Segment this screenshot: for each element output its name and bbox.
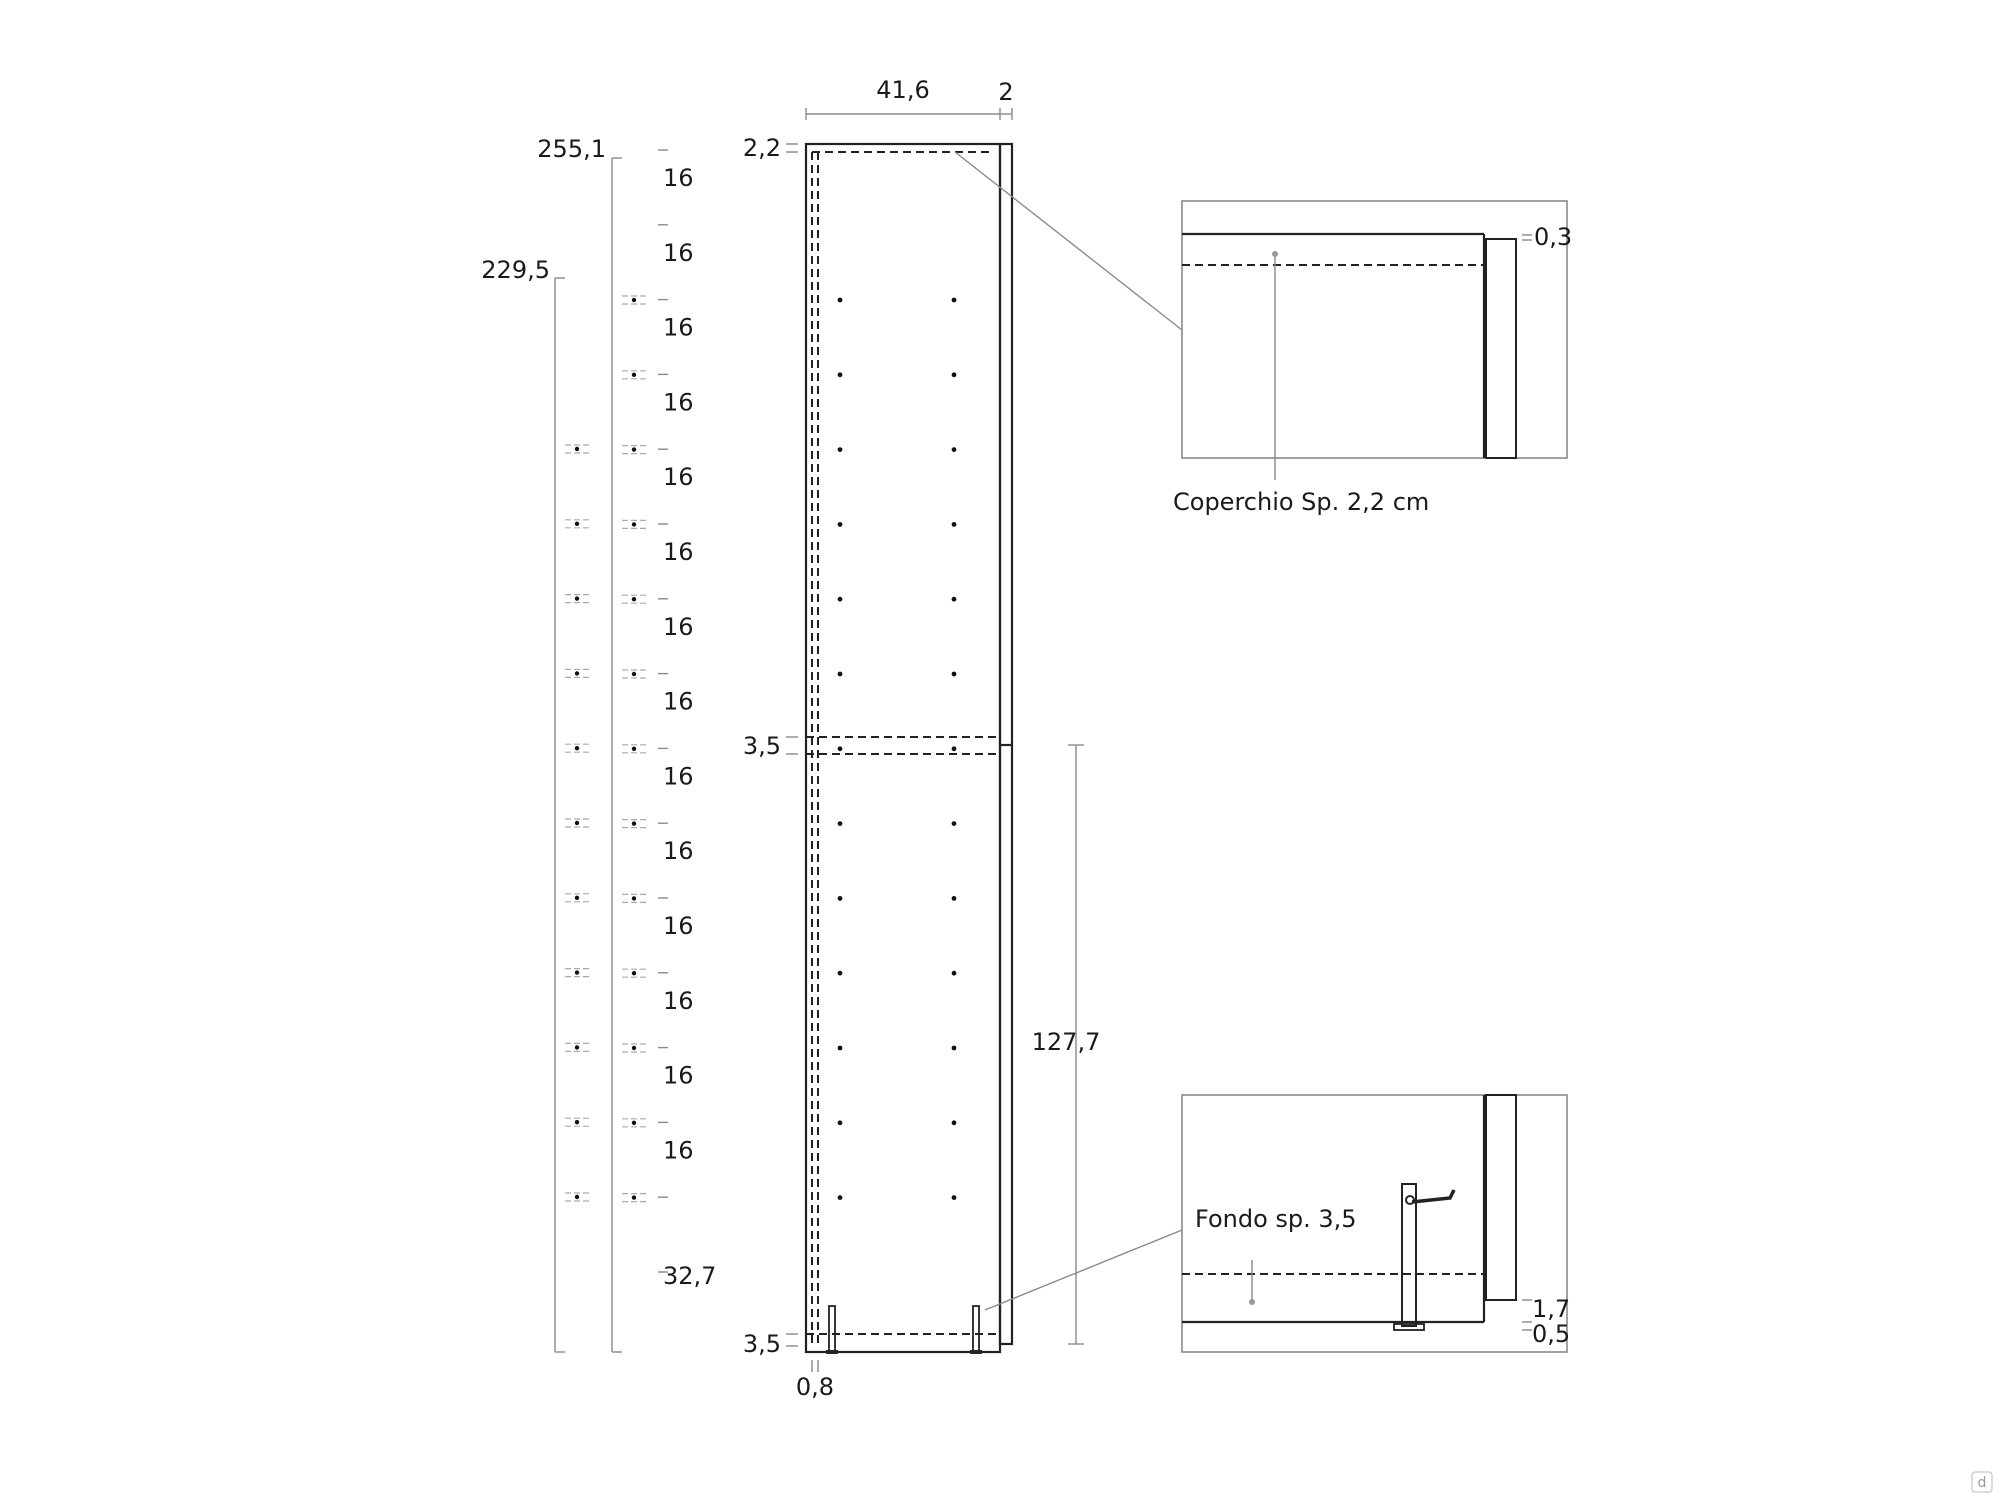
- shelf-hole-dot: [837, 970, 843, 976]
- hole-marker: [622, 445, 646, 455]
- hole-marker: [565, 519, 589, 529]
- pitch-label: 16: [663, 688, 694, 716]
- bottom-detail-caption: Fondo sp. 3,5: [1195, 1205, 1357, 1233]
- hole-marker: [565, 593, 589, 604]
- hole-marker: [622, 669, 646, 679]
- hole-marker: [622, 893, 646, 904]
- hole-marker: [565, 893, 589, 903]
- pitch-label: 16: [663, 388, 694, 416]
- inner-height-label: 229,5: [481, 256, 550, 284]
- hole-marker: [622, 1043, 646, 1053]
- door-height-label: 127,7: [1032, 1028, 1101, 1056]
- hole-marker: [622, 818, 646, 829]
- shelf-hole-dot: [951, 671, 957, 677]
- hole-marker: [565, 1042, 589, 1053]
- pitch-label: 16: [663, 314, 694, 342]
- shelf-hole-dot: [951, 1045, 957, 1051]
- left-dimensions: 255,1 229,5: [481, 135, 622, 1353]
- door-thickness-label: 2: [998, 78, 1013, 106]
- pitch-label: 16: [663, 837, 694, 865]
- cabinet-elevation: [804, 142, 1014, 1354]
- shelf-hole-dot: [837, 447, 843, 452]
- pitch-label: 16: [663, 239, 694, 267]
- pitch-label: 16: [663, 1136, 694, 1164]
- shelf-hole-dot: [837, 1120, 843, 1126]
- pitch-label: 16: [663, 987, 694, 1015]
- shelf-hole-dot: [837, 1045, 843, 1051]
- shelf-hole-dot: [951, 447, 957, 452]
- shelf-hole-dot: [951, 596, 957, 602]
- shelf-hole-dot: [837, 896, 843, 901]
- cabinet-dimensions: 2,2 3,5 3,5 0,8 127,7: [743, 134, 1101, 1401]
- hole-marker: [565, 1192, 589, 1202]
- pitch-label: 16: [663, 912, 694, 940]
- shelf-hole-dot: [951, 372, 957, 378]
- top-detail-view: 0,3 Coperchio Sp. 2,2 cm: [1173, 200, 1572, 516]
- hole-marker: [622, 370, 646, 380]
- plinth-height-label: 1,7: [1532, 1295, 1570, 1323]
- hole-marker: [622, 519, 646, 530]
- shelf-hole-dot: [837, 1195, 843, 1200]
- shelf-hole-dot: [951, 821, 957, 826]
- shelf-hole-dot: [951, 522, 957, 527]
- bottom-detail-view: 1,7 0,5 Fondo sp. 3,5: [1181, 1094, 1570, 1353]
- hole-marker: [622, 1118, 646, 1128]
- shelf-hole-dot: [837, 522, 843, 527]
- shelf-hole-dot: [837, 671, 843, 677]
- hole-marker: [565, 818, 589, 828]
- shelf-hole-dots: [837, 297, 957, 1200]
- pitch-label: 16: [663, 1062, 694, 1090]
- door-gap-label: 0,3: [1534, 223, 1572, 251]
- shelf-hole-dot: [951, 297, 957, 303]
- hole-marker: [565, 668, 589, 679]
- top-leader-line: [954, 151, 1183, 331]
- shelf-hole-dot: [837, 297, 843, 303]
- hole-marker: [622, 968, 646, 978]
- corner-mark: d: [1978, 1475, 1987, 1491]
- pitch-label: 16: [663, 164, 694, 192]
- bottom-leader-line: [984, 1229, 1183, 1311]
- overall-height-label: 255,1: [537, 135, 606, 163]
- hole-marker: [565, 743, 589, 753]
- shelf-hole-dot: [951, 1120, 957, 1126]
- shelf-hole-dot: [837, 372, 843, 378]
- pitch-label: 16: [663, 762, 694, 790]
- shelf-hole-dot: [951, 896, 957, 901]
- hole-marker: [565, 444, 589, 454]
- shelf-hole-dot: [837, 821, 843, 826]
- bottom-thickness-label: 3,5: [743, 1330, 781, 1358]
- top-panel-thickness-label: 2,2: [743, 134, 781, 162]
- hole-pitch-scale: 16 16 16 16 16 16 16 16 16 16 16 16 16 16 32,7: [565, 149, 716, 1290]
- top-detail-caption: Coperchio Sp. 2,2 cm: [1173, 488, 1429, 516]
- hole-marker: [565, 967, 589, 978]
- shelf-hole-dot: [951, 746, 957, 752]
- hole-marker: [622, 1192, 646, 1203]
- shelf-hole-dot: [951, 1195, 957, 1200]
- pitch-label: 16: [663, 538, 694, 566]
- pitch-label: 16: [663, 463, 694, 491]
- base-offset-label: 0,5: [1532, 1320, 1570, 1348]
- top-dimensions: 41,6 2: [805, 76, 1014, 120]
- bottom-pitch-label: 32,7: [663, 1262, 716, 1290]
- shelf-hole-dot: [837, 596, 843, 602]
- width-label: 41,6: [876, 76, 929, 104]
- hole-marker: [622, 594, 646, 604]
- mid-shelf-thickness-label: 3,5: [743, 732, 781, 760]
- foot-offset-label: 0,8: [796, 1373, 834, 1401]
- shelf-hole-dot: [837, 746, 843, 752]
- pitch-label: 16: [663, 613, 694, 641]
- shelf-hole-dot: [951, 970, 957, 976]
- hole-marker: [565, 1117, 589, 1127]
- hole-marker: [622, 744, 646, 754]
- hole-marker: [622, 295, 646, 305]
